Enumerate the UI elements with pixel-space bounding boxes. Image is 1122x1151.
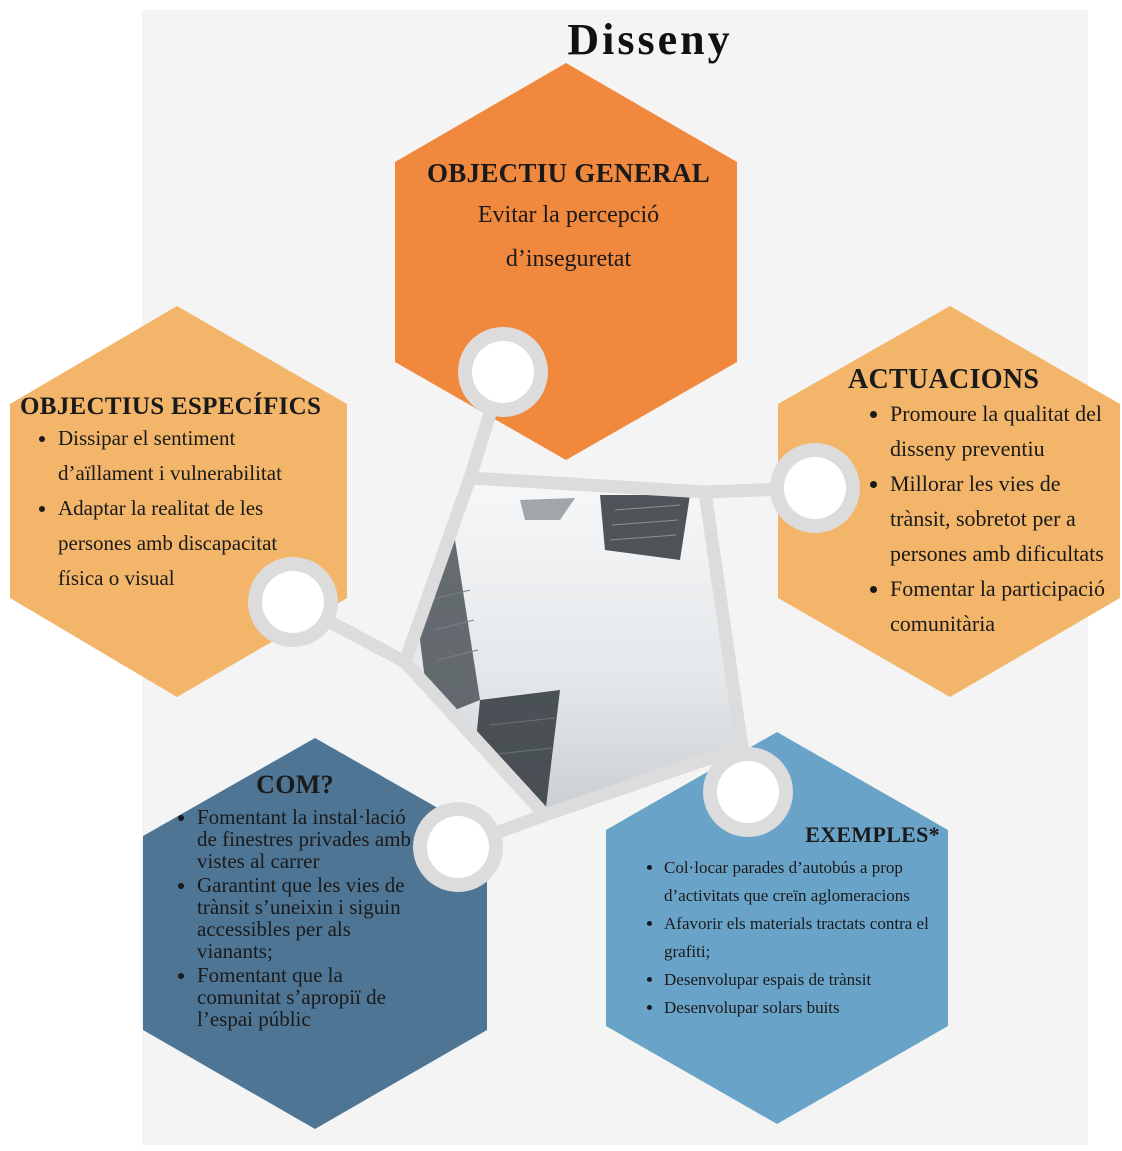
com-heading: COM? — [256, 770, 334, 799]
objectiu-general-heading: OBJECTIU GENERAL — [426, 158, 711, 188]
list-item: Adaptar la realitat de les persones amb … — [58, 491, 296, 596]
objectiu-general-line-1: Evitar la percepció — [477, 202, 660, 228]
list-item: Promoure la qualitat del disseny prevent… — [890, 396, 1122, 466]
node-circle-left — [248, 557, 338, 647]
node-circle-right — [770, 443, 860, 533]
list-item: Fomentar la participació comunitària — [890, 571, 1122, 641]
node-circle-bottom-left — [413, 802, 503, 892]
exemples-list: Col·locar parades d’autobús a prop d’act… — [640, 854, 940, 1022]
list-item: Millorar les vies de trànsit, sobretot p… — [890, 466, 1122, 571]
objectius-especifics-text: OBJECTIUS ESPECÍFICS Dissipar el sentime… — [12, 393, 352, 596]
list-item: Desenvolupar solars buits — [664, 994, 940, 1022]
page-title: Disseny — [567, 15, 733, 64]
exemples-text: EXEMPLES* Col·locar parades d’autobús a … — [640, 822, 940, 1022]
com-text: COM? Fomentant la instal·lació de finest… — [165, 770, 425, 1032]
hexagon-exemples — [606, 732, 948, 1124]
exemples-heading: EXEMPLES* — [805, 822, 940, 847]
node-circle-top — [458, 327, 548, 417]
list-item: Fomentant la instal·lació de finestres p… — [197, 806, 425, 872]
list-item: Desenvolupar espais de trànsit — [664, 966, 940, 994]
list-item: Dissipar el sentiment d’aïllament i vuln… — [58, 421, 296, 491]
list-item: Fomentant que la comunitat s’apropiï de … — [197, 964, 425, 1030]
hexagon-com — [143, 738, 487, 1129]
list-item: Garantint que les vies de trànsit s’unei… — [197, 874, 425, 962]
list-item: Afavorir els materials tractats contra e… — [664, 910, 940, 966]
list-item: Col·locar parades d’autobús a prop d’act… — [664, 854, 940, 910]
node-circle-bottom-right — [703, 747, 793, 837]
actuacions-list: Promoure la qualitat del disseny prevent… — [840, 396, 1122, 641]
hexagon-actuacions — [778, 306, 1120, 697]
objectiu-general-line-2: d’inseguretat — [505, 246, 632, 272]
objectius-especifics-list: Dissipar el sentiment d’aïllament i vuln… — [12, 421, 296, 596]
actuacions-text: ACTUACIONS Promoure la qualitat del diss… — [840, 364, 1122, 641]
actuacions-heading: ACTUACIONS — [848, 364, 1040, 395]
objectius-especifics-heading: OBJECTIUS ESPECÍFICS — [20, 393, 322, 420]
objectiu-general-text: OBJECTIU GENERAL Evitar la percepció d’i… — [396, 158, 741, 277]
com-list: Fomentant la instal·lació de finestres p… — [165, 806, 425, 1030]
